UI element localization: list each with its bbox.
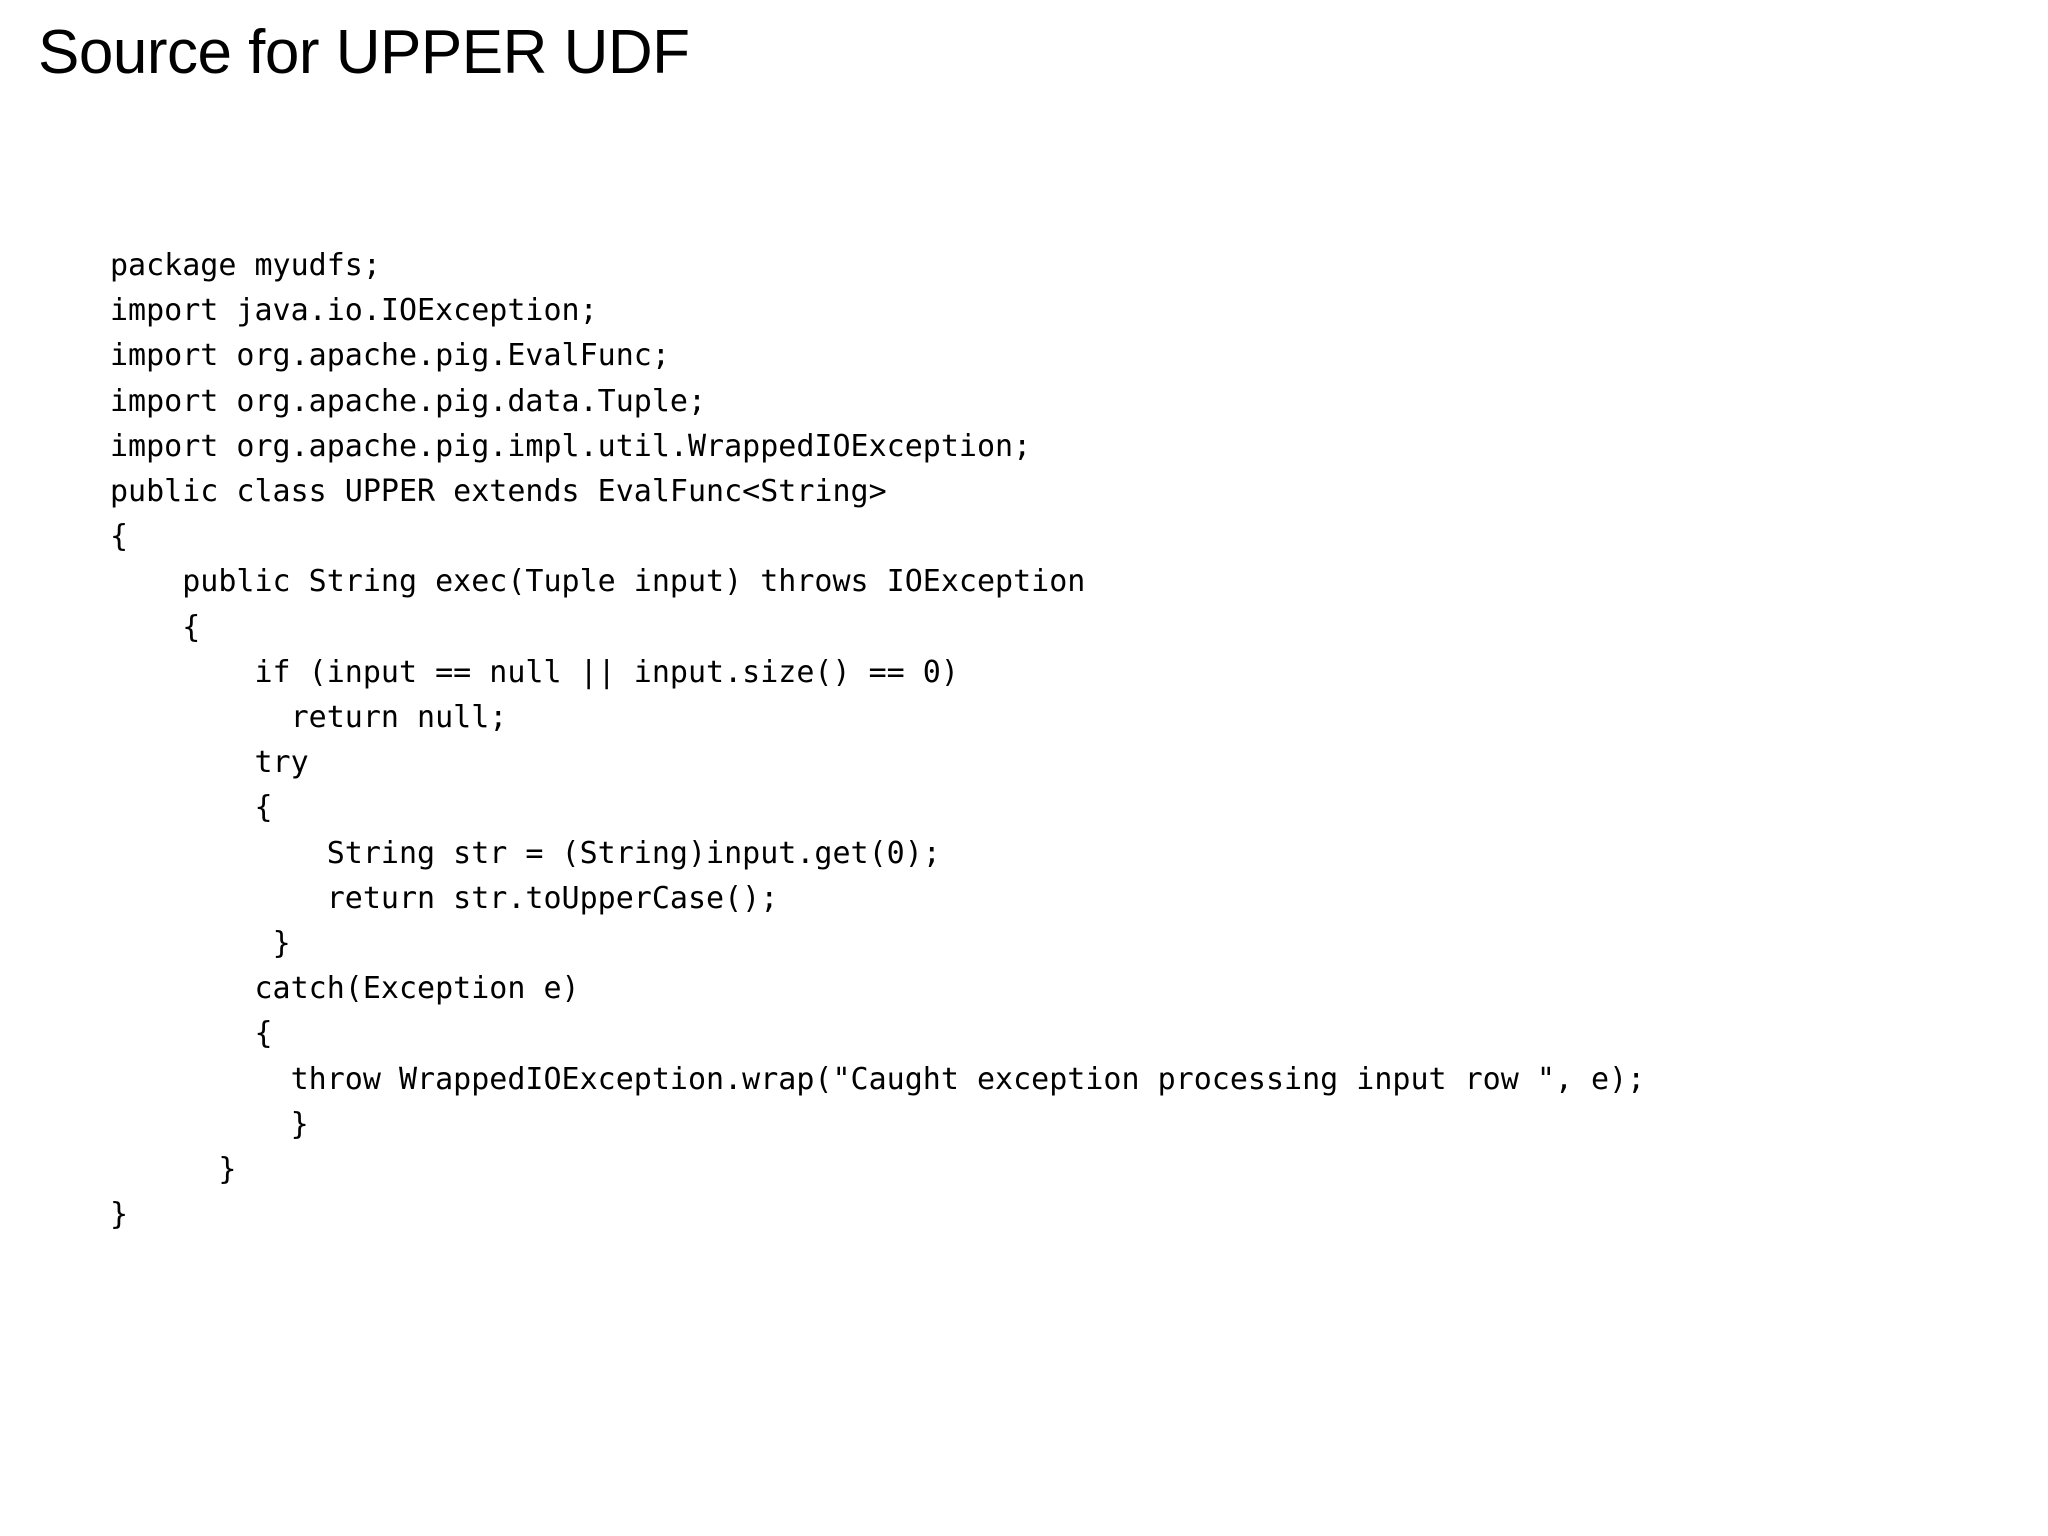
code-block: package myudfs; import java.io.IOExceptio…	[110, 243, 1990, 1237]
code-line: import org.apache.pig.data.Tuple;	[110, 383, 707, 419]
code-line: package myudfs;	[110, 248, 381, 283]
page-title: Source for UPPER UDF	[38, 18, 690, 87]
code-line: String str = (String)input.get(0);	[110, 835, 941, 871]
code-line: import org.apache.pig.impl.util.WrappedI…	[110, 428, 1032, 464]
code-line: {	[110, 609, 201, 645]
code-line: try	[110, 745, 309, 781]
code-line: if (input == null || input.size() == 0)	[110, 654, 959, 690]
code-line: catch(Exception e)	[110, 971, 580, 1007]
code-line: }	[110, 1197, 129, 1233]
code-line: return str.toUpperCase();	[110, 880, 779, 916]
code-line: import org.apache.pig.EvalFunc;	[110, 338, 670, 374]
code-line: {	[110, 1016, 273, 1052]
code-line: public String exec(Tuple input) throws I…	[110, 564, 1086, 600]
code-line: import java.io.IOException;	[110, 293, 598, 329]
code-line: {	[110, 790, 273, 826]
code-line: throw WrappedIOException.wrap("Caught ex…	[110, 1061, 1646, 1097]
code-line: }	[110, 1106, 309, 1142]
code-line: }	[110, 1152, 237, 1188]
code-line: return null;	[110, 700, 508, 736]
code-line: public class UPPER extends EvalFunc<Stri…	[110, 474, 887, 510]
code-line: {	[110, 519, 129, 555]
code-line: }	[110, 926, 291, 962]
